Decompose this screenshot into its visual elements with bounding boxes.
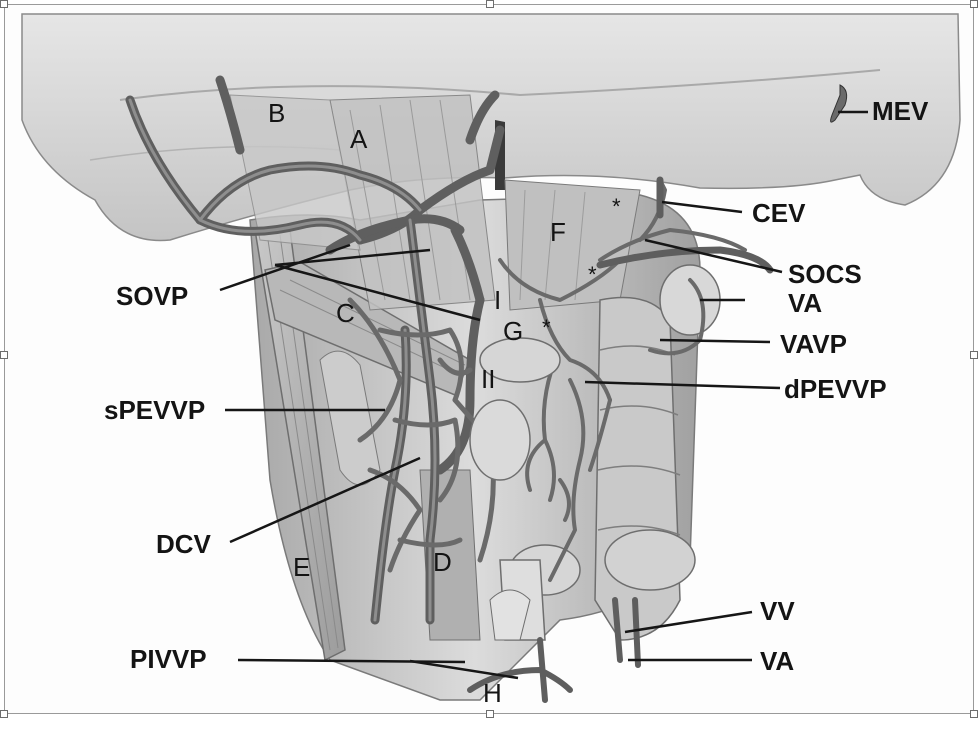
leader-sovp-2 (274, 248, 431, 267)
label-mev: MEV (872, 96, 929, 126)
leader-pivvp (237, 658, 466, 664)
leader-socs (644, 238, 783, 274)
selection-handle-icon[interactable] (486, 710, 494, 718)
leader-dcv (229, 456, 421, 544)
letter-g: G (503, 316, 524, 346)
selection-handle-icon[interactable] (970, 710, 978, 718)
label-vv: VV (760, 596, 795, 626)
label-cev: CEV (752, 198, 806, 228)
selection-handle-icon[interactable] (0, 351, 8, 359)
asterisk-mark: * (542, 315, 551, 340)
muscle-slip (319, 350, 381, 486)
letter-roman-ii: II (481, 364, 496, 394)
leader-vv (624, 610, 753, 634)
label-dcv: DCV (156, 529, 211, 559)
transverse-process (604, 529, 696, 591)
atlas-posterior-arch (479, 337, 561, 383)
mev-vessel (830, 84, 848, 123)
selection-handle-icon[interactable] (970, 351, 978, 359)
letter-a: A (350, 124, 368, 154)
spinous-process (489, 589, 531, 641)
letter-h: H (483, 678, 502, 708)
label-socs: SOCS (788, 259, 862, 289)
leader-dpevvp (584, 380, 781, 390)
label-vavp: VAVP (780, 329, 847, 359)
letter-c: C (336, 298, 355, 328)
selection-handle-icon[interactable] (486, 0, 494, 8)
letter-d: D (433, 547, 452, 577)
selection-handle-icon[interactable] (0, 710, 8, 718)
label-va-lower: VA (760, 646, 795, 676)
letter-b: B (268, 98, 286, 128)
skull-shading (119, 69, 881, 101)
axis-spinous (469, 399, 531, 481)
label-spevvp: sPEVVP (104, 395, 206, 425)
muscle-b (229, 94, 361, 251)
selection-handle-icon[interactable] (0, 0, 8, 8)
selection-handle-icon[interactable] (970, 0, 978, 8)
label-dpevvp: dPEVVP (784, 374, 887, 404)
leader-lines (219, 110, 868, 680)
leader-cev (661, 200, 743, 214)
letter-roman-i: I (494, 285, 502, 315)
letter-f: F (550, 217, 566, 247)
asterisk-mark: * (612, 194, 621, 219)
leader-vavp (659, 338, 771, 344)
leader-pivvp-2 (409, 659, 519, 680)
label-sovp: SOVP (116, 281, 189, 311)
leader-sovp-3 (274, 263, 481, 322)
label-va-upper: VA (788, 288, 823, 318)
asterisk-mark: * (588, 262, 597, 287)
label-pivvp: PIVVP (130, 644, 207, 674)
letter-e: E (293, 552, 311, 582)
